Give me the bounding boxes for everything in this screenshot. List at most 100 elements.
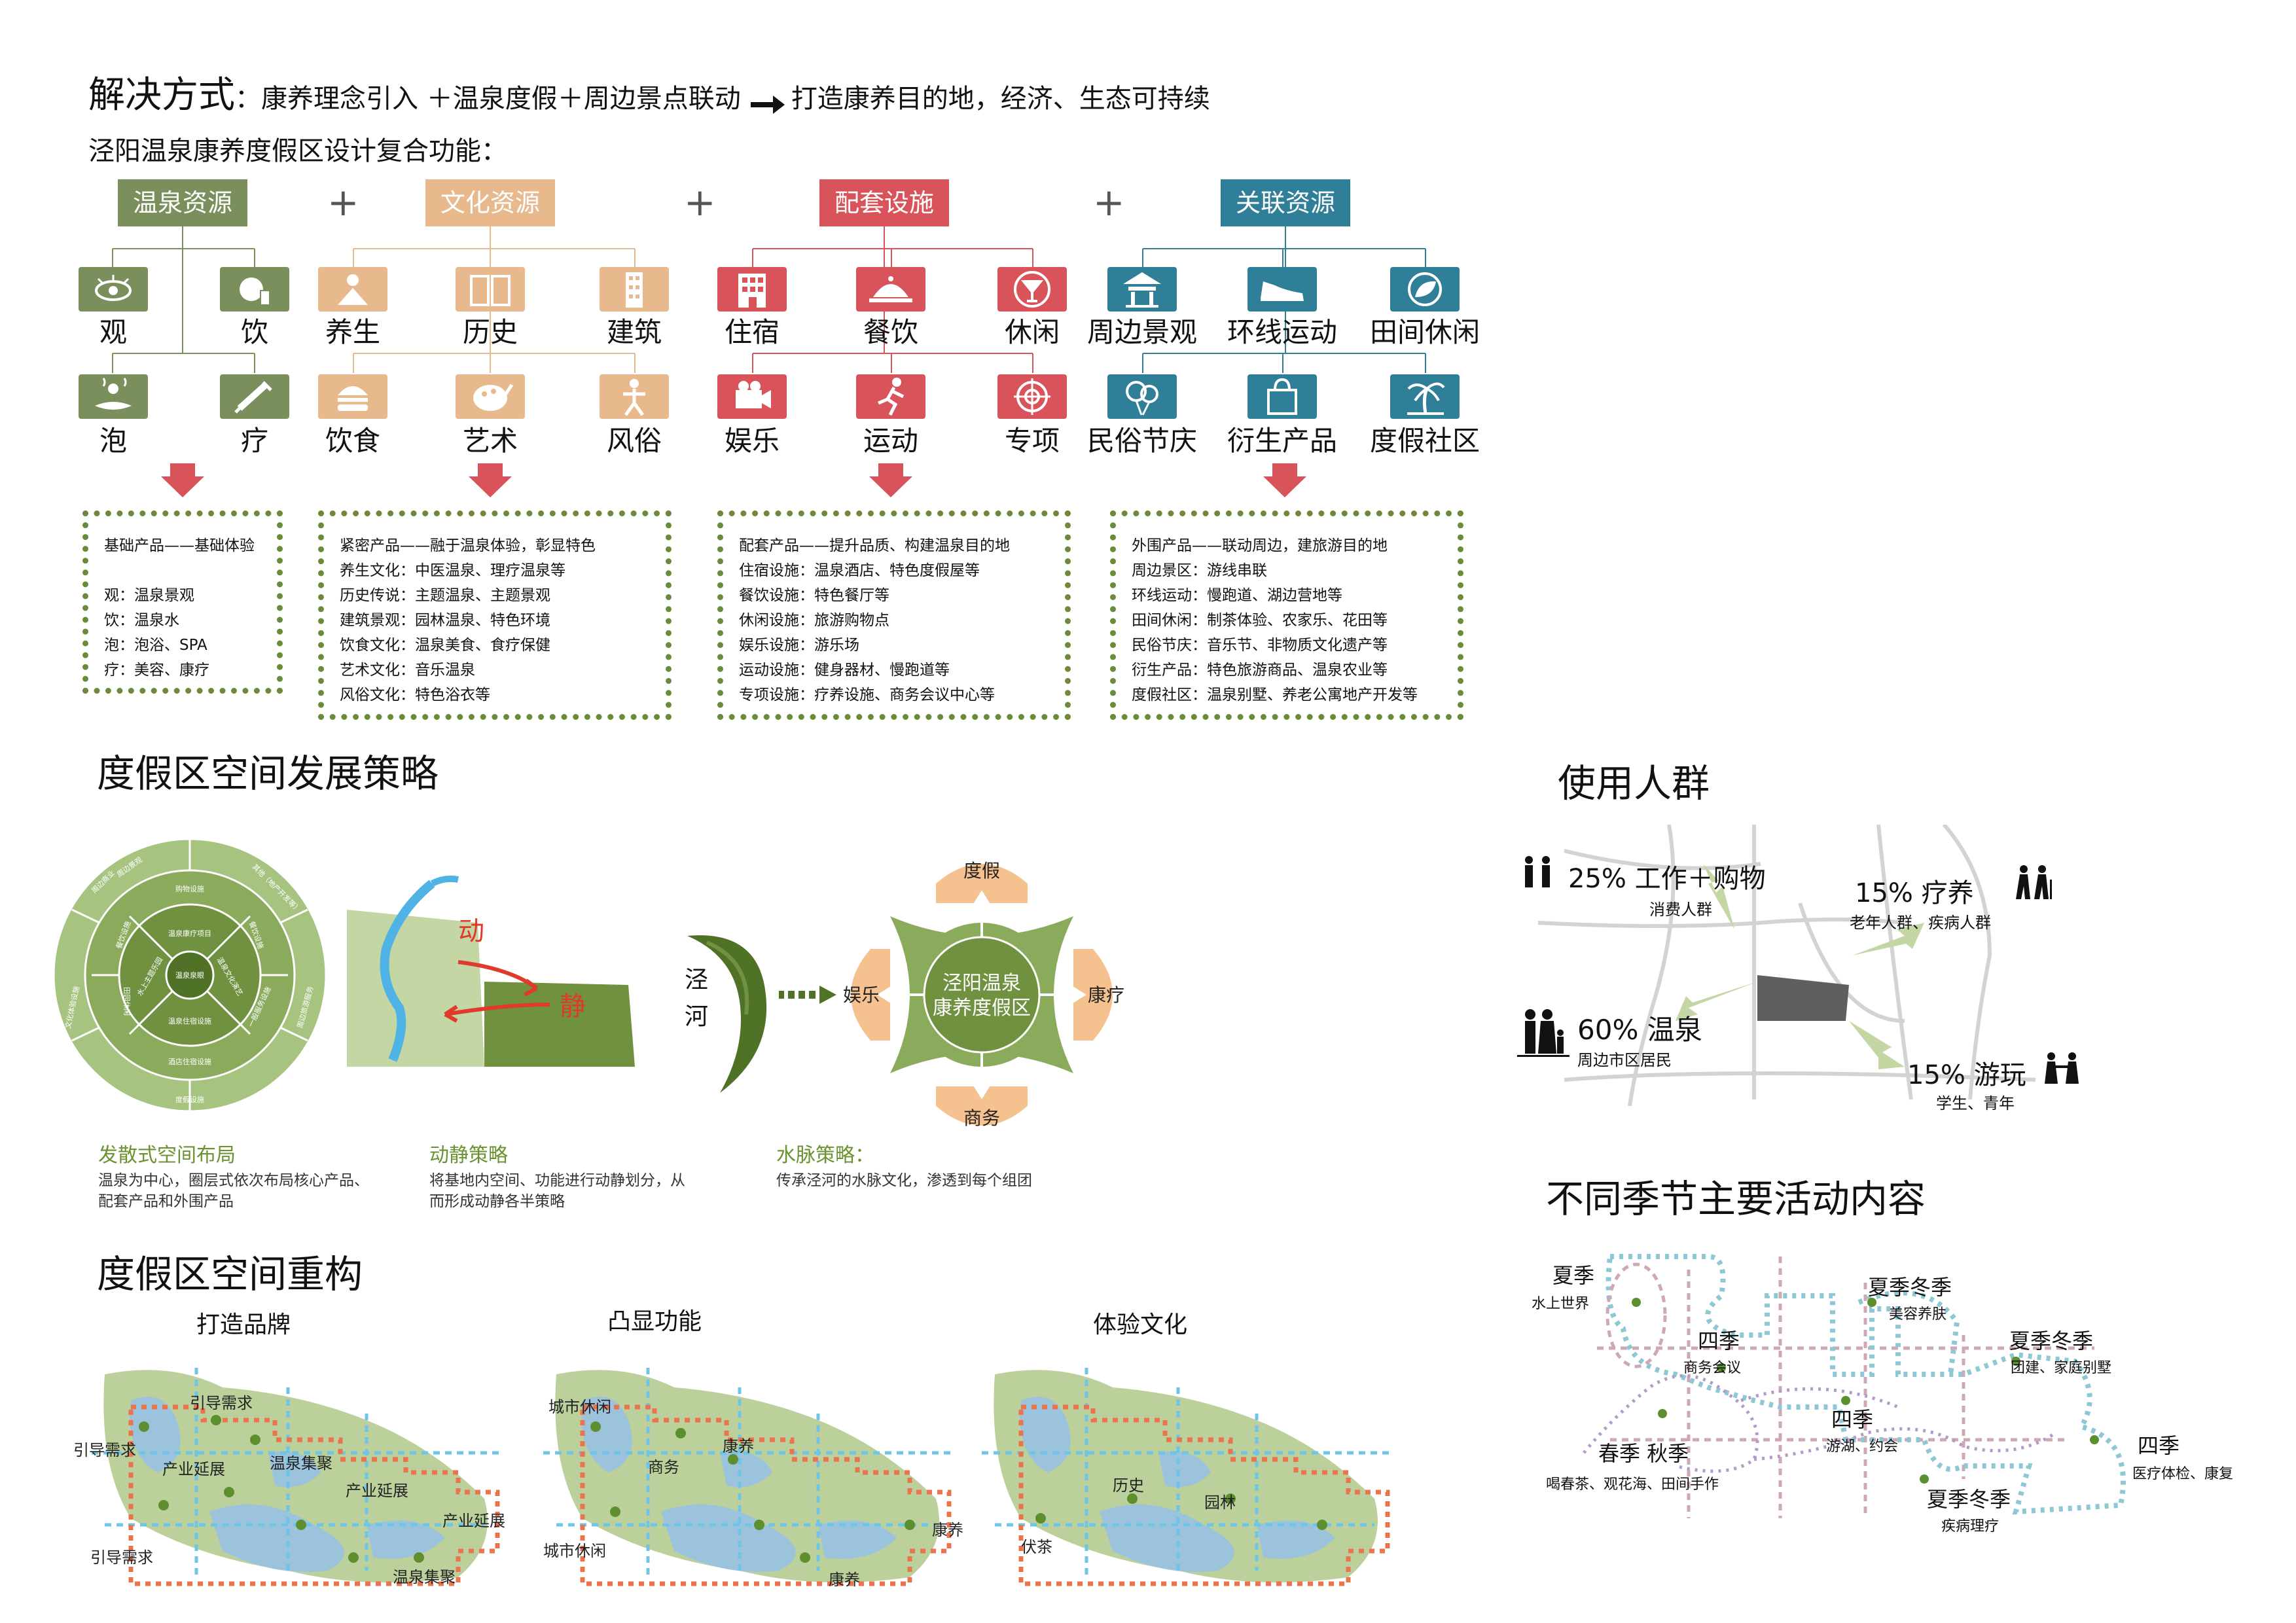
season-label: 夏季冬季	[2009, 1329, 2094, 1353]
map-label: 历史	[1113, 1476, 1144, 1495]
box-line: 艺术文化：音乐温泉	[340, 662, 475, 679]
palm-icon	[1390, 374, 1460, 419]
site-map-brand	[92, 1368, 504, 1586]
down-arrow-icon	[469, 463, 512, 497]
eye-icon	[79, 267, 148, 312]
caption-title: 发散式空间布局	[98, 1144, 236, 1167]
users-map	[1538, 825, 2036, 1106]
icon-label: 民俗节庆	[1086, 425, 1197, 457]
tree-connectors	[112, 226, 1426, 373]
wheel-ring1-label: 温泉住宿设施	[168, 1016, 211, 1026]
camera-icon	[717, 374, 787, 419]
box-line: 紧密产品——融于温泉体验，彰显特色	[340, 537, 596, 554]
down-arrow-icon	[869, 463, 912, 497]
section-title-strategy: 度假区空间发展策略	[97, 751, 439, 796]
caption-line: 将基地内空间、功能进行动静划分，从	[429, 1172, 685, 1189]
season-activity: 游湖、约会	[1826, 1438, 1899, 1455]
box-line: 度假社区：温泉别墅、养老公寓地产开发等	[1132, 687, 1418, 704]
user-group-pct: 60% 温泉	[1577, 1014, 1702, 1046]
box-line: 外围产品——联动周边，建旅游目的地	[1132, 537, 1388, 554]
user-group-desc: 周边市区居民	[1577, 1051, 1672, 1069]
map-label: 温泉集聚	[270, 1454, 332, 1472]
map-title: 打造品牌	[196, 1311, 291, 1338]
season-label: 春季 秋季	[1598, 1441, 1689, 1466]
caption-line: 传承泾河的水脉文化，渗透到每个组团	[776, 1172, 1032, 1189]
map-label: 商务	[648, 1458, 679, 1476]
season-activity: 喝春茶、观花海、田间手作	[1546, 1476, 1719, 1493]
caption-line: 温泉为中心，圈层式依次布局核心产品、	[98, 1172, 369, 1189]
box-line: 建筑景观：园林温泉、特色环境	[340, 612, 550, 629]
season-label: 四季	[1698, 1329, 1740, 1353]
label-dong: 动	[458, 916, 484, 946]
box-line: 餐饮设施：特色餐厅等	[739, 587, 889, 604]
map-label: 城市休闲	[548, 1398, 611, 1416]
bag-icon	[1247, 374, 1317, 419]
icon-label: 风俗	[606, 425, 662, 457]
box-line: 民俗节庆：音乐节、非物质文化遗产等	[1132, 637, 1388, 654]
box-line: 泡：泡浴、SPA	[104, 637, 207, 654]
river-brush-stroke	[687, 935, 767, 1093]
map-label: 康养	[829, 1571, 860, 1589]
pavilion-icon	[1107, 267, 1177, 312]
icon-label: 饮	[240, 316, 268, 348]
drink-icon	[220, 267, 289, 312]
icon-label: 养生	[325, 316, 380, 348]
season-label: 夏季	[1552, 1263, 1595, 1288]
flower-bottom: 商务	[963, 1107, 1000, 1129]
dish-icon	[856, 267, 925, 312]
burger-icon	[318, 374, 387, 419]
user-group-desc: 老年人群、疾病人群	[1850, 914, 1991, 932]
subtitle: 泾阳温泉康养度假区设计复合功能：	[88, 136, 507, 166]
icon-label: 衍生产品	[1227, 425, 1337, 457]
box-line: 运动设施：健身器材、慢跑道等	[739, 662, 950, 679]
season-activity: 美容养肤	[1889, 1306, 1947, 1323]
map-label: 城市休闲	[543, 1542, 606, 1560]
icon-label: 建筑	[606, 316, 662, 348]
season-label: 夏季冬季	[1868, 1275, 1952, 1300]
box-line: 田间休闲：制茶体验、农家乐、花田等	[1132, 612, 1388, 629]
product-box-support: 配套产品——提升品质、构建温泉目的地 住宿设施：温泉酒店、特色度假屋等 餐饮设施…	[717, 510, 1071, 720]
plus-sign: +	[327, 180, 359, 224]
season-label: 夏季冬季	[1927, 1487, 2011, 1512]
box-line: 专项设施：疗养设施、商务会议中心等	[739, 687, 995, 704]
title-main: 解决方式	[88, 74, 235, 116]
icon-label: 观	[99, 316, 127, 348]
icon-label: 泡	[99, 425, 127, 457]
right-arrow-icon	[750, 95, 785, 114]
icon-label: 历史	[462, 316, 518, 348]
flower-diagram: 泾阳温泉 康养度假区 度假 商务 娱乐 康疗	[843, 860, 1124, 1129]
caption-line: 配套产品和外围产品	[98, 1193, 234, 1210]
map-label: 引导需求	[90, 1548, 153, 1567]
map-label: 产业延展	[162, 1460, 225, 1478]
icon-label: 饮食	[325, 425, 380, 457]
icon-label: 娱乐	[724, 425, 780, 457]
category-culture: 文化资源	[425, 179, 555, 226]
plus-sign: +	[684, 180, 716, 224]
title-tail: 打造康养目的地，经济、生态可持续	[791, 84, 1210, 114]
user-group-desc: 消费人群	[1649, 901, 1712, 919]
user-group-desc: 学生、青年	[1936, 1094, 2015, 1113]
palette-icon	[456, 374, 525, 419]
box-line	[104, 558, 261, 583]
section-title-users: 使用人群	[1558, 761, 1710, 806]
icon-label: 疗	[240, 425, 268, 457]
box-line: 观：温泉景观	[104, 587, 194, 604]
icon-label: 环线运动	[1227, 316, 1337, 348]
season-label: 四季	[2138, 1433, 2180, 1458]
caption-text: 将基地内空间、功能进行动静划分，从 而形成动静各半策略	[429, 1170, 685, 1212]
product-box-outer: 外围产品——联动周边，建旅游目的地 周边景区：游线串联 环线运动：慢跑道、湖边营…	[1110, 510, 1463, 720]
section-title-restructure: 度假区空间重构	[97, 1252, 363, 1296]
people-icon	[1525, 856, 1550, 887]
box-line: 饮食文化：温泉美食、食疗保健	[340, 637, 550, 654]
seasons-map	[1583, 1254, 2126, 1518]
map-label: 产业延展	[346, 1482, 408, 1500]
elderly-icon	[2016, 865, 2052, 899]
season-activity: 医疗体检、康复	[2132, 1466, 2234, 1482]
icon-label: 住宿	[724, 316, 780, 348]
site-map-function	[543, 1368, 956, 1586]
person-icon	[318, 267, 387, 312]
motion-stillness-diagram	[347, 875, 635, 1067]
box-line: 住宿设施：温泉酒店、特色度假屋等	[739, 562, 980, 579]
section-title-seasons: 不同季节主要活动内容	[1546, 1177, 1926, 1221]
runner-icon	[856, 374, 925, 419]
